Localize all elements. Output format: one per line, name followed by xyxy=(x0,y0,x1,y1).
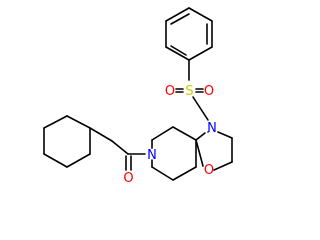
cyclohexane-bond xyxy=(66,115,91,129)
atom-label: O xyxy=(123,171,133,186)
atom-label: N xyxy=(147,148,157,163)
benzene-double-bond xyxy=(170,45,187,56)
piperidine-bond xyxy=(151,166,174,181)
atom-label: O xyxy=(204,163,214,178)
acyl-methylene-bond xyxy=(111,140,129,155)
atom-label: N xyxy=(207,121,217,136)
benzene-bond xyxy=(188,46,213,61)
sulfur-nitrogen-bond xyxy=(192,96,209,121)
benzene-double-bond xyxy=(170,13,190,25)
atom-label: S xyxy=(185,84,193,99)
atom-label: O xyxy=(204,84,214,99)
benzene-bond xyxy=(188,7,213,22)
atom-labels: O N N O S O O xyxy=(123,84,216,186)
cyclohexane-bond xyxy=(66,153,91,168)
structure-diagram: O N N O S O O xyxy=(43,7,233,186)
piperidine-bond xyxy=(172,126,197,141)
methylene-cyclohexyl-bond xyxy=(89,127,113,142)
molecule-canvas: O N N O S O O xyxy=(43,7,233,186)
piperidine-bond xyxy=(151,126,174,141)
cyclohexane-bond xyxy=(43,115,68,129)
bonds xyxy=(43,7,233,181)
oxazolidine-bond xyxy=(213,161,233,171)
piperidine-bond xyxy=(172,166,197,181)
oxazolidine-bond xyxy=(195,132,206,141)
benzene-bond xyxy=(165,46,190,61)
cyclohexane-bond xyxy=(43,153,68,168)
oxazolidine-bond xyxy=(195,139,204,167)
oxazolidine-bond xyxy=(217,131,233,139)
atom-label: O xyxy=(165,84,175,99)
benzene-bond xyxy=(165,7,190,22)
